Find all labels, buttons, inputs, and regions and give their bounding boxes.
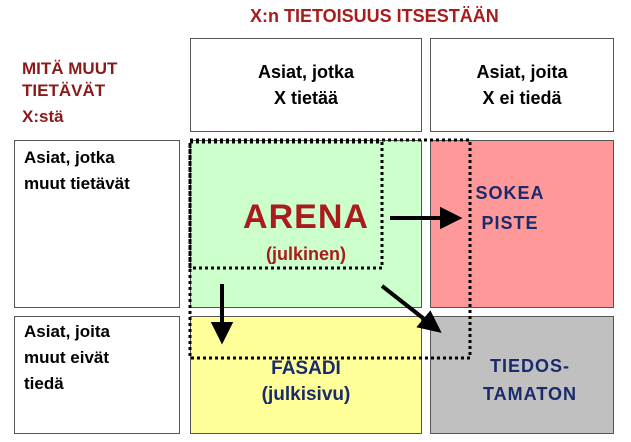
unknown-label: TIEDOS- TAMATON: [430, 352, 630, 408]
facade-label: FASADI (julkisivu): [190, 356, 422, 408]
side-title-line: TIETÄVÄT: [22, 81, 106, 100]
arrow-head-icon: [210, 322, 234, 345]
arrow-head-icon: [416, 310, 442, 333]
arena-subtitle: (julkinen): [266, 244, 346, 264]
arrow-head-icon: [440, 206, 463, 230]
unknown-line: TIEDOS-: [489, 356, 570, 376]
column-header-line: Asiat, jotka: [257, 62, 355, 82]
column-header-known-to-self: Asiat, jotka X tietää: [190, 38, 422, 132]
diagram-title: X:n TIETOISUUS ITSESTÄÄN: [250, 6, 499, 26]
facade-line: FASADI: [271, 358, 341, 379]
row-header-line: Asiat, joita: [24, 322, 110, 341]
row-header-known-to-others: Asiat, jotka muut tietävät: [14, 140, 180, 308]
side-title-line: X:stä: [22, 107, 64, 126]
row-header-line: muut tietävät: [24, 174, 130, 193]
side-axis-title: MITÄ MUUT TIETÄVÄT X:stä: [22, 58, 182, 128]
blind-spot-label: SOKEA PISTE: [430, 178, 590, 238]
column-header-line: X ei tiedä: [482, 88, 562, 108]
facade-line: (julkisivu): [261, 384, 351, 405]
column-header-unknown-to-self: Asiat, joita X ei tiedä: [430, 38, 614, 132]
column-header-line: X tietää: [273, 88, 339, 108]
blind-spot-line: SOKEA: [475, 183, 545, 203]
quadrant-unknown: [430, 316, 614, 434]
row-header-line: Asiat, jotka: [24, 148, 115, 167]
row-header-line: muut eivät: [24, 348, 110, 367]
quadrant-blind-spot: [430, 140, 614, 308]
quadrant-facade: [190, 316, 422, 434]
row-header-line: tiedä: [24, 374, 64, 393]
column-header-line: Asiat, joita: [476, 62, 568, 82]
side-title-line: MITÄ MUUT: [22, 59, 118, 78]
arena-title: ARENA: [243, 198, 369, 236]
row-header-unknown-to-others: Asiat, joita muut eivät tiedä: [14, 316, 180, 434]
dotted-outline-arena-expanded: [188, 138, 472, 360]
arrow-to-unknown: [380, 284, 430, 324]
blind-spot-line: PISTE: [481, 213, 539, 233]
unknown-line: TAMATON: [483, 384, 577, 404]
